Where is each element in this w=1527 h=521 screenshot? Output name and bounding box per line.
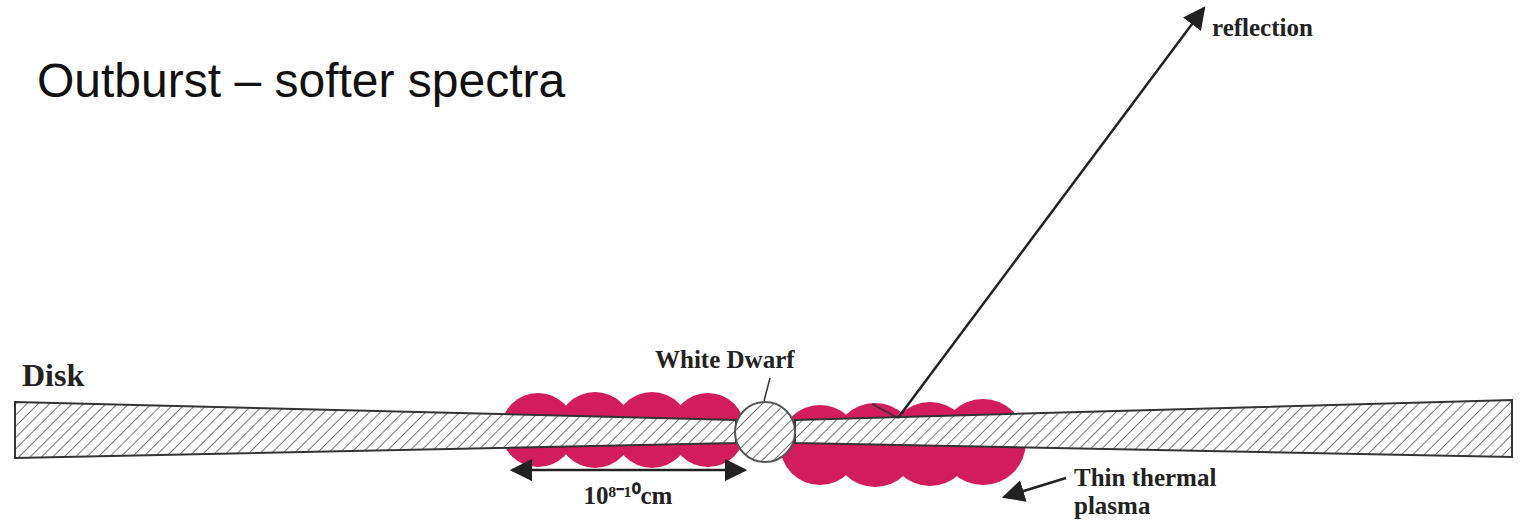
slide-title: Outburst – softer spectra bbox=[37, 52, 565, 110]
arrow-label: reflection bbox=[1212, 14, 1313, 42]
dimension-label: 10⁸⁻¹⁰cm bbox=[584, 482, 673, 510]
reflection-arrow bbox=[898, 8, 1204, 418]
incident-ray bbox=[872, 404, 898, 418]
leader-line bbox=[764, 378, 770, 401]
accretion-disk bbox=[15, 402, 736, 458]
part-label: Thin thermal plasma bbox=[1074, 464, 1234, 519]
dimension-arrow bbox=[512, 469, 745, 472]
accretion-disk bbox=[795, 400, 1512, 457]
white-dwarf bbox=[735, 402, 795, 462]
part-label: Disk bbox=[22, 358, 84, 393]
part-label: White Dwarf bbox=[655, 346, 795, 374]
pointer-arrow bbox=[1004, 478, 1066, 497]
